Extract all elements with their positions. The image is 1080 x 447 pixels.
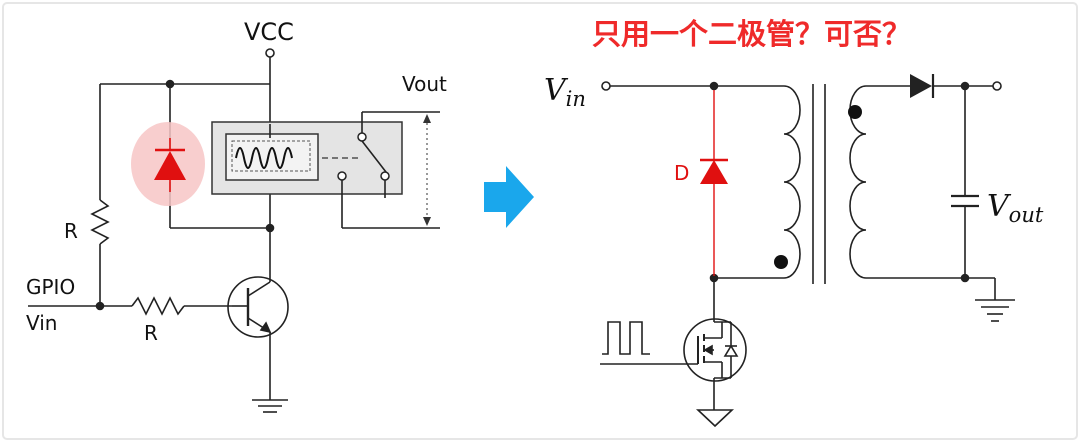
gate-pulse bbox=[602, 321, 650, 355]
clamp-diode bbox=[700, 90, 728, 276]
resistor-r1 bbox=[90, 199, 110, 245]
vcc-terminal bbox=[265, 48, 275, 58]
relay-contact-top bbox=[357, 132, 367, 142]
diode-d-label: D bbox=[674, 161, 689, 185]
relay-contact-nc bbox=[337, 171, 347, 181]
body-diode bbox=[723, 344, 739, 357]
relay-switch-arm bbox=[361, 140, 387, 173]
mosfet-ground bbox=[695, 409, 735, 428]
gpio-label: GPIO bbox=[26, 275, 75, 299]
secondary-winding bbox=[849, 85, 867, 279]
relay-contact-no bbox=[380, 171, 390, 181]
vout-terminal bbox=[992, 81, 1002, 91]
npn-transistor bbox=[227, 276, 289, 338]
vin-math-label: Vin bbox=[544, 73, 586, 111]
primary-winding bbox=[783, 85, 801, 279]
output-diode bbox=[910, 74, 935, 98]
resistor-r1-label: R bbox=[64, 219, 78, 243]
emitter-arrow bbox=[259, 321, 272, 334]
primary-dot bbox=[774, 255, 788, 269]
vin-label: Vin bbox=[26, 311, 57, 335]
image-border bbox=[2, 2, 1078, 440]
vcc-label: VCC bbox=[244, 18, 294, 46]
transistor-collector bbox=[247, 281, 271, 297]
vout-math-label: Vout bbox=[987, 189, 1044, 227]
relay bbox=[211, 111, 440, 229]
resistor-r2 bbox=[131, 296, 185, 316]
question-title: 只用一个二极管？可否？ bbox=[592, 17, 911, 51]
secondary-dot bbox=[848, 105, 862, 119]
transition-arrow bbox=[484, 166, 534, 228]
relay-coil-dashed bbox=[231, 140, 311, 172]
flyback-converter-circuit bbox=[600, 81, 1015, 428]
body-arrow bbox=[703, 344, 713, 356]
vin-node bbox=[709, 81, 719, 91]
mosfet bbox=[683, 318, 747, 382]
vin-terminal bbox=[601, 81, 611, 91]
gpio-node bbox=[95, 301, 105, 311]
flyback-diode bbox=[154, 138, 186, 192]
resistor-r2-label: R bbox=[144, 321, 158, 345]
relay-driver-circuit bbox=[28, 48, 289, 413]
relay-coil bbox=[235, 147, 293, 169]
vout-label: Vout bbox=[402, 72, 447, 96]
relay-coil-box bbox=[225, 133, 319, 181]
